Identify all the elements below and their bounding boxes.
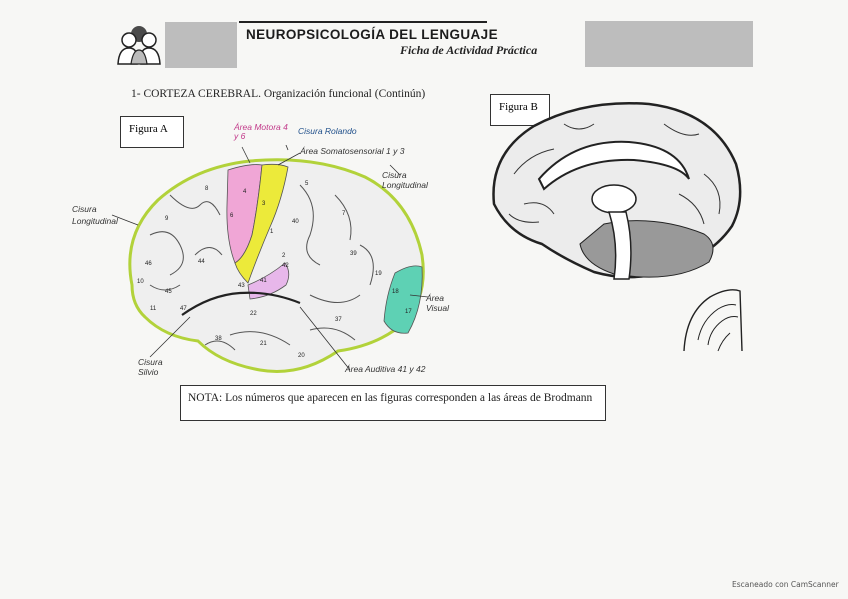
area-number: 39: [350, 251, 357, 257]
note-box: NOTA: Los números que aparecen en las fi…: [180, 385, 606, 421]
area-number: 19: [375, 271, 382, 277]
area-number: 44: [198, 259, 205, 265]
header-rule: [239, 21, 487, 23]
area-number: 21: [260, 341, 267, 347]
annotation-motor: Área Motora 4 y 6: [234, 123, 294, 142]
area-number: 38: [215, 336, 222, 342]
section-heading: 1- CORTEZA CEREBRAL. Organización funcio…: [131, 88, 425, 100]
annotation-cisura-longitudinal-right: Cisura Longitudinal: [382, 170, 448, 190]
area-number: 37: [335, 317, 342, 323]
header-title: NEUROPSICOLOGÍA DEL LENGUAJE: [246, 27, 498, 42]
area-number: 40: [292, 219, 299, 225]
scanner-watermark: Escaneado con CamScanner: [732, 580, 839, 589]
figure-a-label-text: Figura A: [129, 123, 168, 135]
annotation-auditiva: Área Auditiva 41 y 42: [345, 364, 425, 374]
area-number: 42: [282, 263, 289, 269]
area-number: 45: [165, 289, 172, 295]
area-number: 46: [145, 261, 152, 267]
annotation-visual: Área Visual: [426, 293, 466, 313]
annotation-somatosensorial: Área Somatosensorial 1 y 3: [300, 146, 404, 156]
area-number: 17: [405, 309, 412, 315]
annotation-rolando: Cisura Rolando: [298, 126, 357, 136]
area-number: 47: [180, 306, 187, 312]
area-number: 11: [150, 306, 157, 312]
header-gray-right: [585, 21, 753, 67]
area-number: 43: [238, 283, 245, 289]
coronal-sketch: [680, 285, 746, 355]
header-logo: [115, 22, 163, 66]
annotation-cisura-longitudinal-left: Cisura Longitudinal: [72, 204, 142, 228]
note-text: NOTA: Los números que aparecen en las fi…: [188, 392, 592, 404]
area-number: 10: [137, 279, 144, 285]
people-heads-logo-icon: [115, 22, 163, 66]
thalamus: [592, 185, 636, 213]
annotation-silvio: Cisura Silvio: [138, 357, 182, 377]
area-number: 18: [392, 289, 399, 295]
area-number: 22: [250, 311, 257, 317]
figure-a-label: Figura A: [120, 116, 184, 148]
area-number: 20: [298, 353, 305, 359]
area-number: 41: [260, 278, 267, 284]
figure-b-brain: [484, 94, 754, 290]
header-gray-left: [165, 22, 237, 68]
brain-medial-view: [484, 94, 754, 290]
header-subtitle: Ficha de Actividad Práctica: [400, 43, 537, 58]
coronal-section-view: [680, 285, 746, 355]
